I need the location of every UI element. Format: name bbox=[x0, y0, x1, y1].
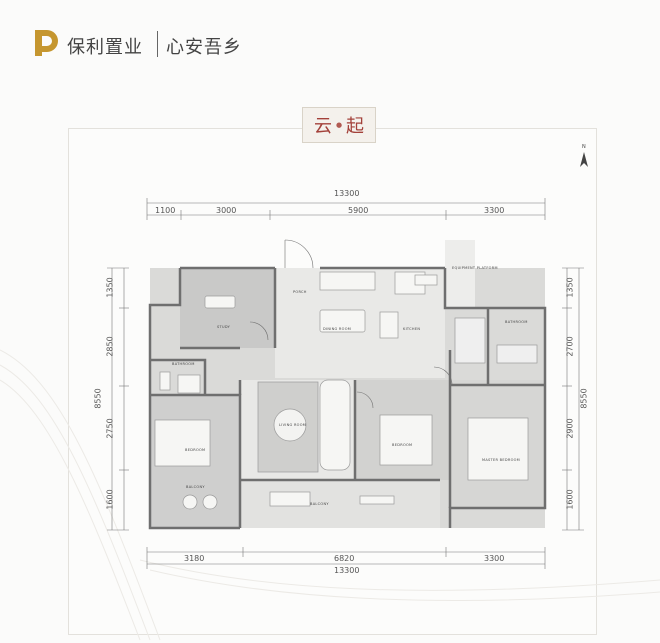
room-label-bathroom-left: BATHROOM bbox=[172, 362, 195, 366]
layout-title-mark: ● bbox=[335, 121, 343, 129]
dim-right-4: 1600 bbox=[565, 489, 575, 510]
room-label-porch: PORCH bbox=[293, 290, 307, 294]
room-label-dining: DINING ROOM bbox=[323, 327, 352, 331]
dim-top-2: 3000 bbox=[216, 206, 237, 215]
dim-bottom-1: 3180 bbox=[184, 554, 205, 563]
doors bbox=[249, 239, 453, 409]
room-label-living: LIVING ROOM bbox=[279, 423, 307, 427]
north-arrow-icon: N bbox=[580, 144, 588, 167]
dim-bottom-3: 3300 bbox=[484, 554, 505, 563]
dim-left-total: 8550 bbox=[93, 388, 103, 409]
room-label-study: STUDY bbox=[217, 325, 231, 329]
dim-right-total: 8550 bbox=[579, 388, 589, 409]
project-name: 心安吾乡 bbox=[166, 37, 242, 58]
dim-bottom-total: 13300 bbox=[334, 566, 360, 575]
floor-slab bbox=[150, 240, 545, 528]
dim-right-3: 2900 bbox=[565, 418, 575, 439]
dim-right-1: 1350 bbox=[565, 277, 575, 298]
dim-left-3: 2750 bbox=[105, 418, 115, 439]
dim-top-4: 3300 bbox=[484, 206, 505, 215]
brand-divider bbox=[157, 31, 158, 57]
dim-right-2: 2700 bbox=[565, 336, 575, 357]
room-label-master: MASTER BEDROOM bbox=[482, 458, 520, 462]
dim-top-3: 5900 bbox=[348, 206, 369, 215]
decorative-swoosh bbox=[0, 349, 660, 641]
room-label-balcony-mid: BALCONY bbox=[310, 502, 329, 506]
room-label-kitchen: KITCHEN bbox=[403, 327, 421, 331]
furniture bbox=[154, 271, 538, 510]
layout-title-right: 起 bbox=[346, 116, 365, 137]
layout-title-left: 云 bbox=[313, 116, 332, 137]
dim-top-1: 1100 bbox=[155, 206, 176, 215]
room-label-balcony-left: BALCONY bbox=[186, 485, 205, 489]
room-label-bedroom-mid: BEDROOM bbox=[392, 443, 413, 447]
svg-text:N: N bbox=[582, 144, 586, 150]
dim-left-1: 1350 bbox=[105, 277, 115, 298]
brand-name: 保利置业 bbox=[67, 37, 143, 58]
room-label-bedroom-left: BEDROOM bbox=[185, 448, 206, 452]
dim-left-2: 2850 bbox=[105, 336, 115, 357]
dim-bottom-2: 6820 bbox=[334, 554, 355, 563]
p-logo-icon bbox=[35, 30, 58, 56]
dim-left-4: 1600 bbox=[105, 489, 115, 510]
room-label-bathroom-right: BATHROOM bbox=[505, 320, 528, 324]
room-label-equipment: EQUIPMENT PLATFORM bbox=[452, 266, 498, 270]
dim-top-total: 13300 bbox=[334, 189, 360, 198]
dimension-lines bbox=[107, 198, 584, 569]
layout-title: 云 ● 起 bbox=[302, 107, 376, 143]
